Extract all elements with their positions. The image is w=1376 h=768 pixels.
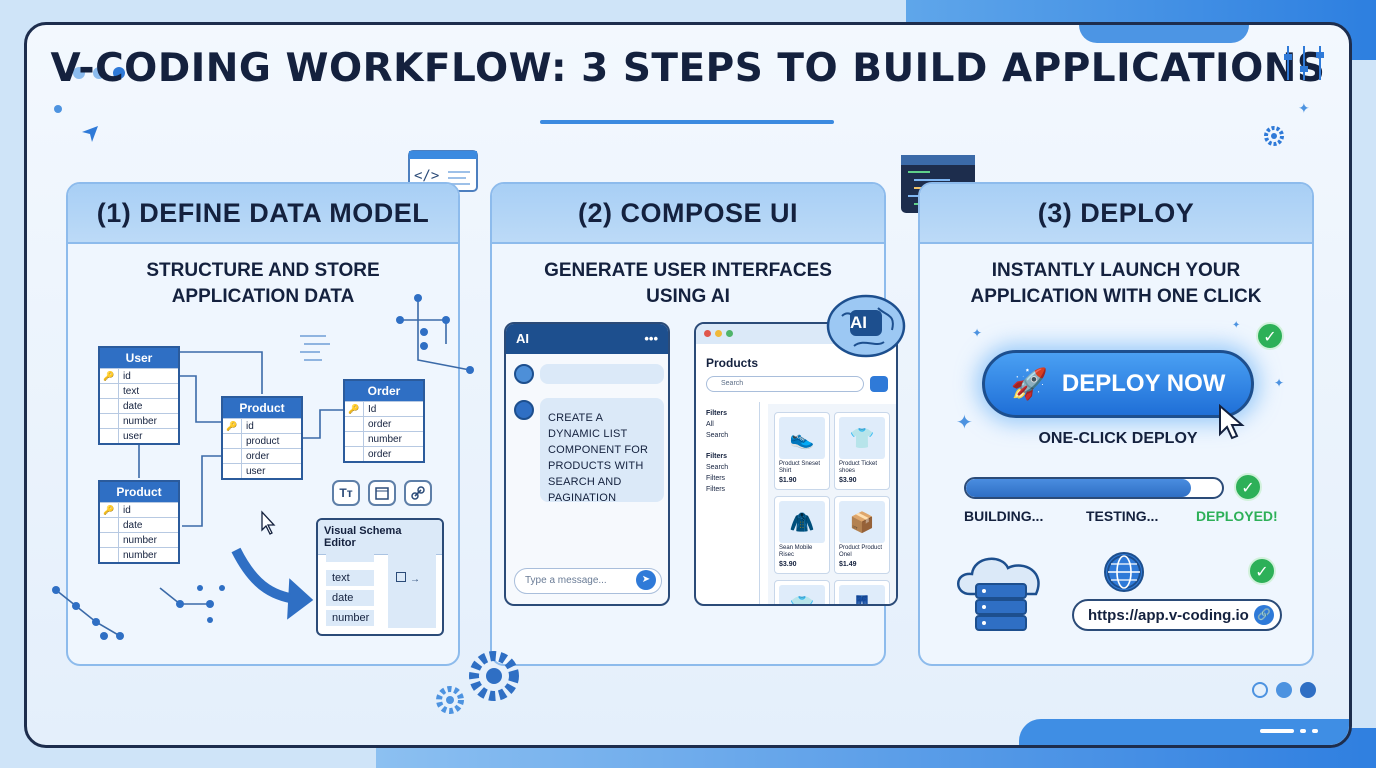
- sparkle-icon: ✦: [1232, 320, 1241, 331]
- cloud-server-icon: [957, 557, 1040, 631]
- menu-icon[interactable]: •••: [644, 331, 658, 346]
- send-button[interactable]: ➤: [636, 570, 656, 590]
- schema-editor-title: Visual Schema Editor: [318, 520, 442, 555]
- stage-testing: TESTING...: [1086, 508, 1159, 524]
- visual-schema-editor[interactable]: Visual Schema Editor text date number →: [316, 518, 444, 636]
- product-card[interactable]: 📦 Product Product Onel $1.49: [834, 496, 890, 574]
- progress-fill: [966, 479, 1192, 497]
- deco-bar: [1312, 729, 1318, 733]
- filter-option[interactable]: Filters: [706, 486, 726, 493]
- shoe-icon: 👟: [779, 417, 825, 459]
- sparkle-icon: ✦: [972, 326, 983, 340]
- step-heading: (3) DEPLOY: [1037, 197, 1195, 228]
- jacket-icon: 🧥: [779, 501, 825, 543]
- svg-text:</>: </>: [414, 168, 439, 184]
- deco-bar: [1260, 729, 1294, 733]
- table-product-2: Product 🔑id date number number: [98, 480, 180, 564]
- schema-row[interactable]: text: [326, 570, 374, 586]
- cursor-arrow-icon: [82, 126, 98, 142]
- page-title: V-CODING WORKFLOW: 3 STEPS TO BUILD APPL…: [50, 46, 1326, 91]
- product-card[interactable]: 👕: [774, 580, 830, 604]
- schema-row[interactable]: number: [326, 610, 374, 626]
- table-order: Order 🔑Id order number order: [343, 379, 425, 463]
- title-underline: [540, 120, 834, 124]
- product-search-input[interactable]: Search: [706, 376, 864, 392]
- deploy-progress-bar: [964, 477, 1224, 499]
- filter-option[interactable]: Search: [706, 432, 729, 439]
- chat-header: AI•••: [506, 324, 668, 354]
- text-type-button[interactable]: Tт: [332, 480, 360, 506]
- sparkle-icon: ✦: [1298, 100, 1310, 116]
- product-card[interactable]: 🧥 Sean Mobile Risec $3.90: [774, 496, 830, 574]
- deco-dot: [54, 105, 62, 113]
- search-button[interactable]: [870, 376, 888, 392]
- gear-icon: [1264, 126, 1284, 146]
- sliders-icon: [1284, 46, 1324, 80]
- deploy-now-button[interactable]: 🚀 DEPLOY NOW: [982, 350, 1254, 418]
- box-icon: 📦: [839, 501, 885, 543]
- panel-header: (3) DEPLOY: [920, 184, 1312, 244]
- shirt-icon: 👕: [779, 585, 825, 604]
- frame-accent-top: [1079, 25, 1249, 43]
- deco-bar: [1300, 729, 1306, 733]
- sparkle-icon: ✦: [956, 412, 973, 434]
- ai-prompt-message: CREATE A DYNAMIC LIST COMPONENT FOR PROD…: [540, 398, 664, 504]
- schema-row[interactable]: date: [326, 590, 374, 606]
- stage-building: BUILDING...: [964, 508, 1044, 524]
- link-icon[interactable]: [404, 480, 432, 506]
- one-click-deploy-label: ONE-CLICK DEPLOY: [1038, 430, 1198, 447]
- stage-deployed: DEPLOYED!: [1196, 508, 1278, 524]
- gears-icon: [436, 651, 519, 714]
- success-check-icon: ✓: [1248, 557, 1276, 585]
- step-heading: (2) COMPOSE UI: [577, 197, 799, 228]
- table-user: User 🔑id text date number user: [98, 346, 180, 445]
- user-message: [540, 364, 664, 384]
- window-dots: [73, 67, 125, 79]
- success-check-icon: ✓: [1234, 473, 1262, 501]
- filter-option[interactable]: Search: [706, 464, 729, 471]
- panel-header: (2) COMPOSE UI: [492, 184, 884, 244]
- ai-chat-window: AI••• CREATE A DYNAMIC LIST COMPONENT FO…: [504, 322, 670, 606]
- code-window-icon: </>: [408, 150, 478, 192]
- app-title: Products: [706, 356, 759, 370]
- product-grid: 👟 Product Sneset Shirt $1.90 👕 Product T…: [768, 404, 896, 604]
- generated-app-preview: Products Search Filters All Search Filte…: [694, 322, 898, 606]
- app-url-field[interactable]: https://app.v-coding.io 🔗: [1072, 599, 1282, 631]
- shirt-icon: 👕: [839, 417, 885, 459]
- pagination-dots: [1252, 682, 1316, 698]
- product-card[interactable]: 👖: [834, 580, 890, 604]
- user-avatar: [514, 364, 534, 384]
- globe-icon: [1104, 552, 1144, 592]
- mouse-cursor-icon: [1219, 404, 1245, 440]
- table-product: Product 🔑id product order user: [221, 396, 303, 480]
- pants-icon: 👖: [839, 585, 885, 604]
- ai-avatar-icon: [514, 400, 534, 420]
- filter-sidebar: Filters All Search Filters Search Filter…: [696, 402, 760, 604]
- panel-header: (1) DEFINE DATA MODEL: [68, 184, 458, 244]
- product-card[interactable]: 👟 Product Sneset Shirt $1.90: [774, 412, 830, 490]
- filter-option[interactable]: All: [706, 421, 714, 428]
- ai-badge: AI: [850, 313, 867, 332]
- product-card[interactable]: 👕 Product Ticket shoes $3.90: [834, 412, 890, 490]
- rocket-icon: 🚀: [1010, 367, 1048, 401]
- success-check-icon: ✓: [1256, 322, 1284, 350]
- link-icon[interactable]: 🔗: [1254, 605, 1274, 625]
- calendar-icon[interactable]: [368, 480, 396, 506]
- filter-option[interactable]: Filters: [706, 475, 726, 482]
- step-heading: (1) DEFINE DATA MODEL: [96, 197, 430, 228]
- ai-brain-icon: [826, 294, 906, 358]
- frame-accent-bottom: [1019, 719, 1349, 745]
- sparkle-icon: ✦: [1274, 376, 1285, 390]
